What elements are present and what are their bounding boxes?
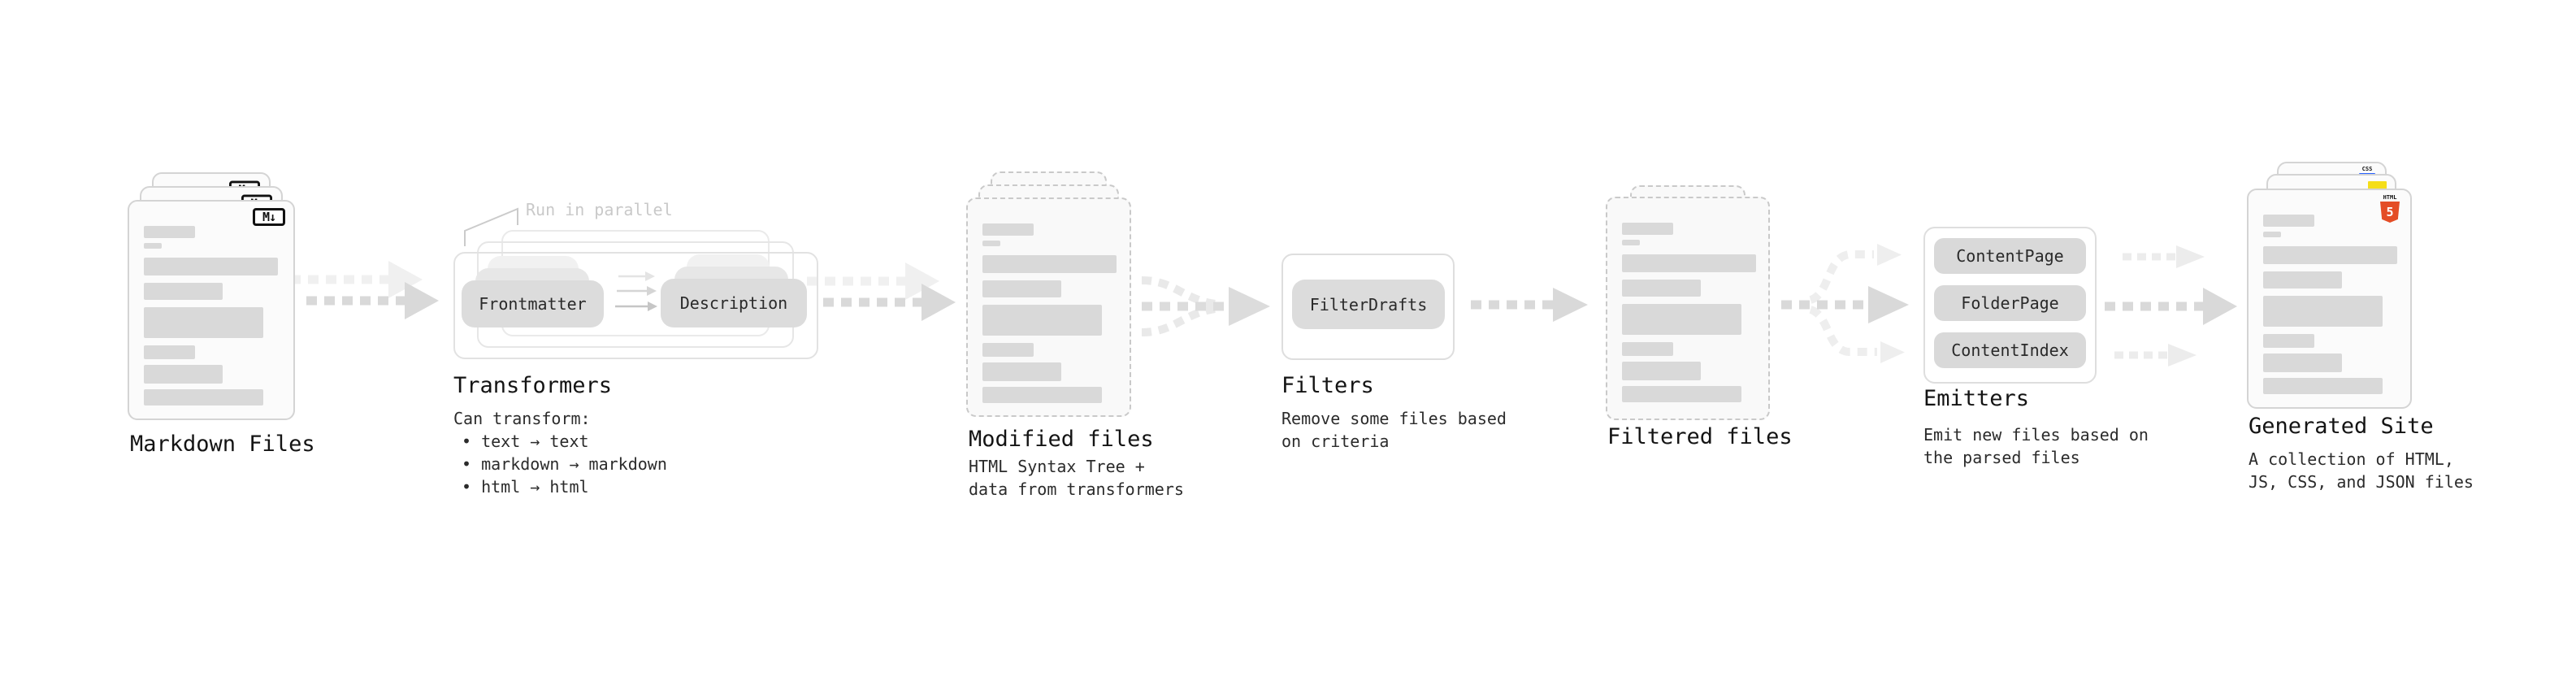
html5-icon: HTML 5 — [2379, 194, 2400, 223]
content-line-placeholder — [2263, 334, 2314, 348]
content-line-placeholder — [1622, 362, 1701, 380]
folderpage-pill-label: FolderPage — [1961, 293, 2059, 313]
desc-line: A collection of HTML, — [2249, 449, 2454, 469]
content-line-placeholder — [1622, 254, 1756, 272]
content-line-placeholder — [1622, 240, 1640, 245]
stage-title-filtered-files: Filtered files — [1607, 424, 1793, 449]
content-line-placeholder — [982, 255, 1117, 273]
arrow-transformers-to-modified — [807, 262, 956, 321]
modified-files-description: HTML Syntax Tree + data from transformer… — [969, 455, 1184, 501]
filterdrafts-pill: FilterDrafts — [1292, 280, 1445, 329]
file-content — [144, 226, 282, 406]
content-line-placeholder — [2263, 232, 2281, 237]
arrow-markdown-to-transformers — [290, 261, 439, 319]
desc-line: JS, CSS, and JSON files — [2249, 472, 2474, 492]
stage-title-modified-files: Modified files — [969, 427, 1154, 452]
css-icon-label: CSS — [2361, 166, 2373, 172]
content-line-placeholder — [1622, 223, 1673, 235]
file-card-front — [966, 197, 1131, 417]
filters-description: Remove some files based on criteria — [1281, 407, 1507, 453]
content-line-placeholder — [1622, 342, 1673, 356]
emitters-description: Emit new files based on the parsed files — [1923, 423, 2149, 469]
content-line-placeholder — [1622, 304, 1741, 335]
arrows-emitters-to-generated — [2105, 245, 2237, 367]
description-pill: Description — [661, 279, 807, 327]
html5-icon-shield: 5 — [2380, 202, 2400, 223]
arrow-filters-to-filtered — [1471, 288, 1588, 322]
desc-line: Can transform: — [453, 409, 591, 428]
content-line-placeholder — [144, 283, 223, 300]
stage-title-generated-site: Generated Site — [2249, 414, 2434, 439]
desc-line: Remove some files based — [1281, 409, 1507, 428]
markdown-icon: M↓ — [253, 208, 285, 226]
desc-line: data from transformers — [969, 479, 1184, 499]
content-line-placeholder — [2263, 296, 2383, 327]
content-line-placeholder — [982, 343, 1034, 357]
content-line-placeholder — [982, 223, 1034, 236]
desc-line: the parsed files — [1923, 448, 2080, 467]
content-line-placeholder — [144, 226, 195, 238]
contentpage-pill-label: ContentPage — [1956, 246, 2064, 266]
bullet-item: • html → html — [462, 477, 589, 497]
content-line-placeholder — [1622, 386, 1741, 402]
content-line-placeholder — [2263, 271, 2342, 288]
description-pill-label: Description — [679, 293, 788, 313]
content-line-placeholder — [144, 389, 263, 406]
bullet-item: • text → text — [462, 432, 589, 451]
content-line-placeholder — [982, 280, 1061, 297]
content-line-placeholder — [1622, 280, 1701, 297]
content-line-placeholder — [982, 241, 1000, 246]
file-card-front: HTML 5 — [2247, 189, 2412, 409]
stage-title-markdown-files: Markdown Files — [130, 432, 315, 457]
arrow-filtered-to-emitters-fanout — [1781, 244, 1909, 363]
filterdrafts-pill-label: FilterDrafts — [1309, 294, 1428, 314]
content-line-placeholder — [2263, 354, 2342, 372]
stage-title-filters: Filters — [1281, 373, 1374, 398]
contentpage-pill: ContentPage — [1934, 238, 2086, 274]
file-content — [1622, 223, 1757, 402]
html5-icon-number: 5 — [2386, 205, 2394, 219]
content-line-placeholder — [144, 258, 278, 275]
transformer-box-front — [453, 252, 818, 359]
content-line-placeholder — [2263, 215, 2314, 227]
frontmatter-pill: Frontmatter — [462, 280, 604, 327]
bullet-item: • markdown → markdown — [462, 454, 667, 474]
file-content — [982, 223, 1118, 403]
content-line-placeholder — [2263, 246, 2397, 264]
arrow-modified-to-filters-merge — [1141, 276, 1270, 336]
contentindex-pill-label: ContentIndex — [1951, 340, 2069, 360]
folderpage-pill: FolderPage — [1934, 285, 2086, 321]
desc-line: HTML Syntax Tree + — [969, 457, 1145, 476]
frontmatter-pill-label: Frontmatter — [479, 294, 587, 314]
file-content — [2263, 215, 2399, 394]
content-line-placeholder — [144, 307, 263, 338]
desc-line: Emit new files based on — [1923, 425, 2149, 445]
file-card-front — [1606, 197, 1770, 420]
file-card-front: M↓ — [128, 200, 295, 420]
contentindex-pill: ContentIndex — [1934, 332, 2086, 368]
transformers-description: Can transform: • text → text • markdown … — [453, 407, 667, 498]
generated-site-description: A collection of HTML, JS, CSS, and JSON … — [2249, 448, 2474, 493]
content-line-placeholder — [144, 345, 195, 359]
run-in-parallel-annotation: Run in parallel — [526, 200, 673, 219]
desc-line: on criteria — [1281, 432, 1390, 451]
content-line-placeholder — [2263, 378, 2383, 394]
annotation-leader-line — [464, 207, 518, 246]
content-line-placeholder — [144, 243, 162, 249]
stage-title-transformers: Transformers — [453, 373, 613, 398]
content-line-placeholder — [982, 387, 1102, 403]
transformer-step-arrows — [615, 271, 657, 311]
stage-title-emitters: Emitters — [1923, 386, 2030, 411]
content-line-placeholder — [982, 362, 1061, 381]
content-line-placeholder — [144, 365, 223, 384]
content-line-placeholder — [982, 305, 1102, 336]
html5-icon-label: HTML — [2383, 194, 2397, 201]
